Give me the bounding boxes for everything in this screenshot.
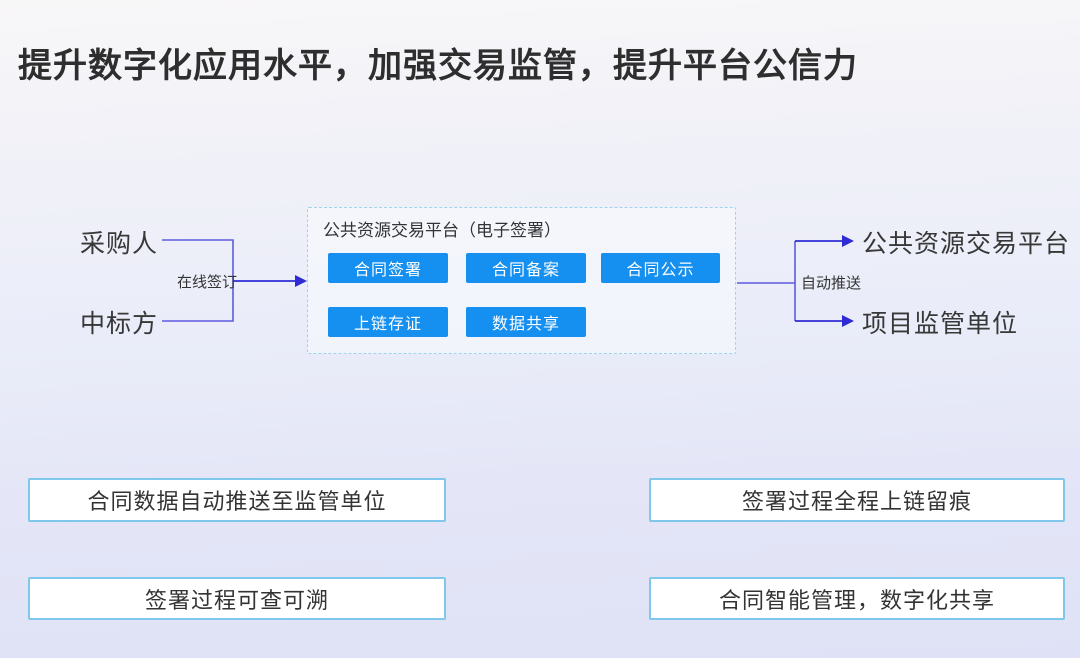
online-sign-arrowhead-icon xyxy=(295,275,307,287)
push-arrow-top-head-icon xyxy=(842,235,854,247)
node-winning-bidder: 中标方 xyxy=(80,310,159,338)
chip-contract-signing: 合同签署 xyxy=(328,253,448,283)
edge-label-auto-push: 自动推送 xyxy=(801,275,862,292)
page-title: 提升数字化应用水平，加强交易监管，提升平台公信力 xyxy=(18,47,858,85)
feature-box-traceable-signing: 签署过程可查可溯 xyxy=(28,577,446,620)
feature-box-auto-push-to-regulator: 合同数据自动推送至监管单位 xyxy=(28,478,446,522)
feature-box-chain-trace: 签署过程全程上链留痕 xyxy=(649,478,1065,522)
node-purchaser: 采购人 xyxy=(80,230,159,258)
edge-label-online-signing: 在线签订 xyxy=(177,274,238,291)
feature-box-smart-management: 合同智能管理，数字化共享 xyxy=(649,577,1065,620)
node-public-resource-platform: 公共资源交易平台 xyxy=(862,230,1071,258)
chip-data-sharing: 数据共享 xyxy=(466,307,586,337)
push-arrow-bottom-head-icon xyxy=(842,315,854,327)
platform-panel-title: 公共资源交易平台（电子签署） xyxy=(323,221,561,240)
chip-contract-filing: 合同备案 xyxy=(466,253,586,283)
platform-panel: 公共资源交易平台（电子签署） 合同签署 合同备案 合同公示 上链存证 数据共享 xyxy=(307,207,736,354)
chip-contract-publicity: 合同公示 xyxy=(601,253,720,283)
node-project-regulator: 项目监管单位 xyxy=(862,310,1019,338)
chip-chain-evidence: 上链存证 xyxy=(328,307,448,337)
